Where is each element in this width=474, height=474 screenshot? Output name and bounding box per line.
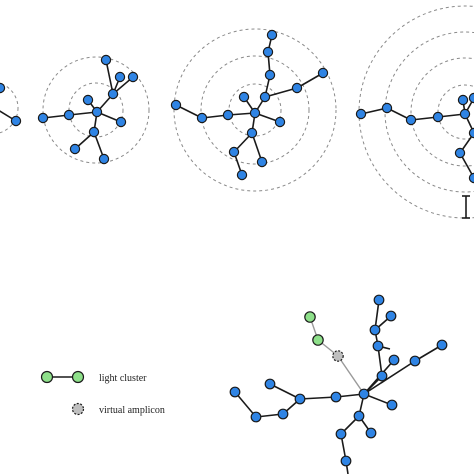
bottom-network-edge: [363, 360, 416, 395]
bottom-network-node: [385, 310, 397, 322]
panel-2-node: [107, 88, 119, 100]
bottom-network-edge: [269, 383, 301, 400]
bottom-network-node: [365, 427, 377, 439]
bottom-network-node: [353, 410, 365, 422]
legend-virtual-amplicon-label: virtual amplicon: [99, 405, 165, 416]
panel-3-node: [170, 99, 182, 111]
panel-4-node: [468, 172, 474, 184]
panel-4-ring-outer: [358, 5, 474, 219]
bottom-network-node: [409, 355, 421, 367]
bottom-network-node: [335, 428, 347, 440]
panel-3-ring-middle: [200, 55, 310, 165]
panel-3-node: [228, 146, 240, 158]
panel-2-edge: [105, 59, 114, 95]
panel-4-ring-second: [410, 57, 474, 167]
bottom-network-node: [376, 370, 388, 382]
panel-1-ring: [0, 82, 19, 134]
panel-2-node: [82, 94, 94, 106]
panel-4-node: [432, 111, 444, 123]
panel-4-node: [405, 114, 417, 126]
bottom-network-node: [264, 378, 276, 390]
bottom-network-node: [330, 391, 342, 403]
bottom-network-node: [277, 408, 289, 420]
bottom-network-node: [250, 411, 262, 423]
bottom-network: [229, 294, 448, 474]
bottom-network-edge: [299, 396, 337, 400]
bottom-network-node: [386, 399, 398, 411]
bottom-network-node: [373, 294, 385, 306]
legend-light-cluster-node: [71, 370, 85, 384]
panel-4-node: [468, 92, 474, 104]
bottom-network-node: [372, 340, 384, 352]
panel-3-node: [317, 67, 329, 79]
bottom-network-node: [358, 388, 370, 400]
panel-3-node: [259, 91, 271, 103]
panel-3-node: [264, 69, 276, 81]
panel-1-node: [0, 82, 6, 94]
panel-3-node: [291, 82, 303, 94]
legend: light cluster virtual amplicon: [40, 370, 165, 416]
panel-2-node: [115, 116, 127, 128]
legend-light-cluster-node: [40, 370, 54, 384]
panel-2-node: [91, 106, 103, 118]
panel-3-node: [274, 116, 286, 128]
panel-1-network: [0, 82, 22, 134]
panel-2-node: [37, 112, 49, 124]
panel-2-node: [63, 109, 75, 121]
panel-3-node: [236, 169, 248, 181]
bottom-network-node: [294, 393, 306, 405]
panel-4-node: [355, 108, 367, 120]
panel-2-node: [127, 71, 139, 83]
panel-3-ring-inner: [228, 83, 282, 137]
bottom-network-node: [229, 386, 241, 398]
panel-4-node: [468, 127, 474, 139]
bottom-network-node: [369, 324, 381, 336]
panel-2-node: [98, 153, 110, 165]
bottom-network-edge: [234, 391, 257, 418]
bottom-network-node: [340, 455, 352, 467]
panel-4-node: [454, 147, 466, 159]
bottom-network-virtual-node: [332, 350, 344, 362]
bottom-network-node: [388, 354, 400, 366]
panel-3-node: [238, 91, 250, 103]
panel-3-ring-outer: [173, 28, 337, 192]
panel-2-node: [88, 126, 100, 138]
panel-4-node: [381, 102, 393, 114]
panel-3-node: [266, 29, 278, 41]
bottom-network-light-edge: [337, 355, 365, 395]
panel-2-node: [69, 143, 81, 155]
bottom-network-light-node: [312, 334, 324, 346]
panel-4-node: [459, 108, 471, 120]
panel-2-node: [114, 71, 126, 83]
bottom-network-light-node: [304, 311, 316, 323]
legend-light-cluster-label: light cluster: [99, 373, 147, 384]
panel-3-node: [249, 107, 261, 119]
panel-3-node: [262, 46, 274, 58]
panel-4-network: [355, 5, 474, 219]
panel-3-edge: [264, 87, 298, 98]
panel-3-node: [246, 127, 258, 139]
panel-3-node: [222, 109, 234, 121]
bottom-network-node: [436, 339, 448, 351]
legend-virtual-amplicon-node: [71, 402, 85, 416]
panel-3-node: [196, 112, 208, 124]
panel-2-network: [37, 54, 150, 165]
panel-3-network: [170, 28, 337, 192]
panel-4-node: [457, 94, 469, 106]
panel-2-node: [100, 54, 112, 66]
panel-3-node: [256, 156, 268, 168]
panel-2-ring-outer: [42, 56, 150, 164]
panel-1-node: [10, 115, 22, 127]
